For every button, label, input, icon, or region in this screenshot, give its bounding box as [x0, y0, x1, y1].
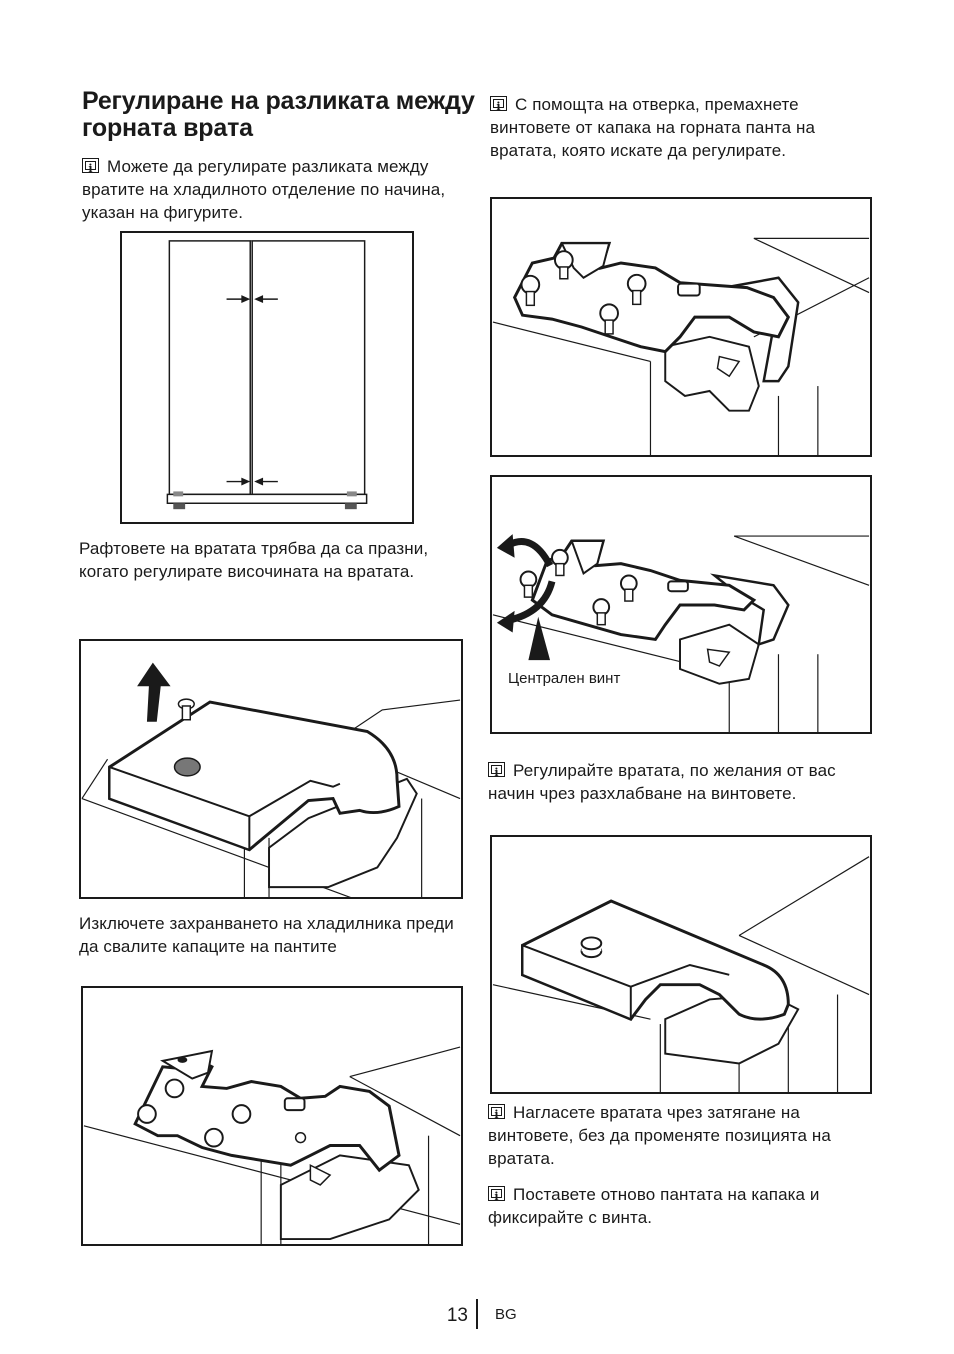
hinge-cover-drawing: [81, 662, 461, 897]
tighten-step: Нагласете вратата чрез затягане на винто…: [488, 1101, 878, 1170]
center-screw-drawing: [492, 534, 870, 732]
hinge-cover-refit-figure: [490, 835, 872, 1094]
fridge-front-drawing: [166, 240, 368, 510]
adjust-step: Регулирайте вратата, по желания от вас н…: [488, 759, 878, 805]
rotate-arrow-icon: [496, 534, 556, 661]
hinge-cover-refit-drawing: [492, 856, 870, 1092]
page-number: 13: [446, 1305, 468, 1326]
center-screw-label: Централен винт: [508, 670, 621, 687]
screwdriver-step: С помощта на отверка, премахнете винтове…: [490, 93, 880, 162]
power-note: Изключете захранването на хладилника пре…: [79, 914, 454, 956]
info-icon: [490, 95, 507, 118]
info-icon: [488, 761, 505, 784]
footer-divider: [476, 1299, 478, 1329]
language-code: BG: [495, 1306, 517, 1323]
hinge-screws-closeup-figure: [490, 197, 872, 457]
hinge-screws-closeup-drawing: [492, 237, 870, 455]
arrow-icon: [137, 662, 171, 722]
hinge-screws-drawing: [83, 1046, 461, 1244]
arrow-icon: [226, 477, 278, 486]
fridge-front-figure: [120, 231, 414, 524]
hinge-cover-removal-figure: [79, 639, 463, 899]
info-icon: [488, 1185, 505, 1208]
info-icon: [82, 157, 99, 180]
arrow-icon: [226, 295, 278, 304]
refit-step-text: Поставете отново пантата на капака и фик…: [488, 1185, 820, 1227]
intro-paragraph: Можете да регулирате разликата между вра…: [82, 155, 472, 224]
refit-step: Поставете отново пантата на капака и фик…: [488, 1183, 878, 1229]
page-title: Регулиране на разликата между горната вр…: [82, 87, 475, 142]
adjust-step-text: Регулирайте вратата, по желания от вас н…: [488, 761, 836, 803]
hinge-screws-figure: [81, 986, 463, 1246]
screwdriver-step-text: С помощта на отверка, премахнете винтове…: [490, 95, 816, 160]
intro-text: Можете да регулирате разликата между вра…: [82, 157, 446, 222]
tighten-step-text: Нагласете вратата чрез затягане на винто…: [488, 1103, 831, 1168]
info-icon: [488, 1103, 505, 1126]
shelves-note: Рафтовете на вратата трябва да са празни…: [79, 539, 429, 581]
center-screw-figure: Централен винт: [490, 475, 872, 734]
